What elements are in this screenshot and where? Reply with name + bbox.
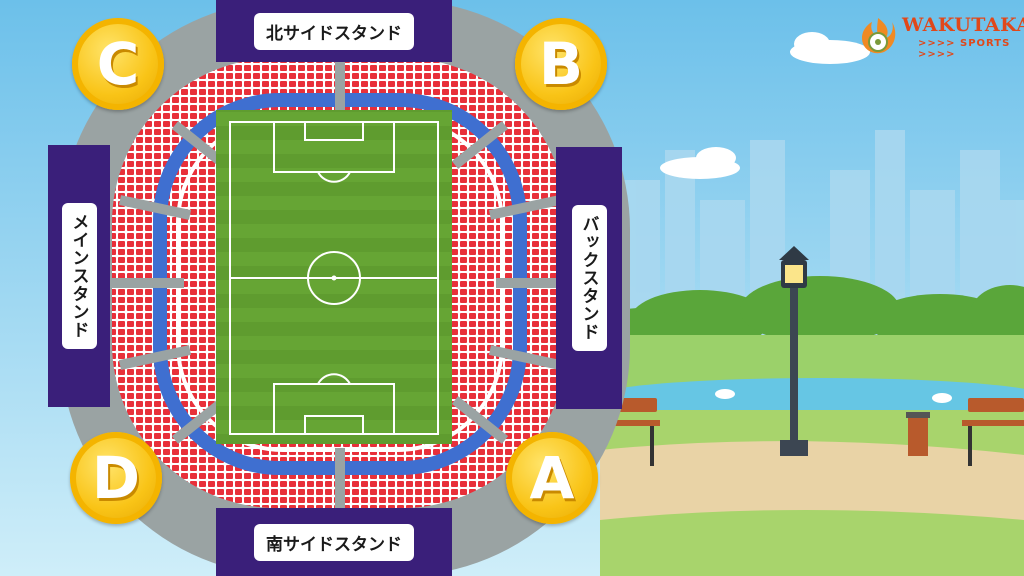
brand-logo: WAKUTAKA >>>> SPORTS >>>> <box>856 14 1024 60</box>
main-stand-box: メインスタンド <box>48 145 110 407</box>
zone-b-badge[interactable]: B <box>515 18 607 110</box>
zone-c-badge[interactable]: C <box>72 18 164 110</box>
zone-d-badge[interactable]: D <box>70 432 162 524</box>
north-stand-label[interactable]: 北サイドスタンド <box>254 12 414 50</box>
south-stand-label[interactable]: 南サイドスタンド <box>254 523 414 561</box>
back-stand-label[interactable]: バックスタンド <box>571 205 607 351</box>
main-stand-label[interactable]: メインスタンド <box>61 203 97 349</box>
north-stand-box: 北サイドスタンド <box>216 0 452 62</box>
zone-a-letter: A <box>529 444 575 512</box>
brand-name: WAKUTAKA <box>902 14 1024 36</box>
zone-a-badge[interactable]: A <box>506 432 598 524</box>
back-stand-box: バックスタンド <box>556 147 622 409</box>
south-stand-box: 南サイドスタンド <box>216 508 452 576</box>
zone-c-letter: C <box>96 30 140 98</box>
brand-subtitle: >>>> SPORTS >>>> <box>918 38 1011 60</box>
zone-b-letter: B <box>538 30 584 98</box>
ball-flame-icon <box>862 18 896 54</box>
zone-d-letter: D <box>91 444 141 512</box>
